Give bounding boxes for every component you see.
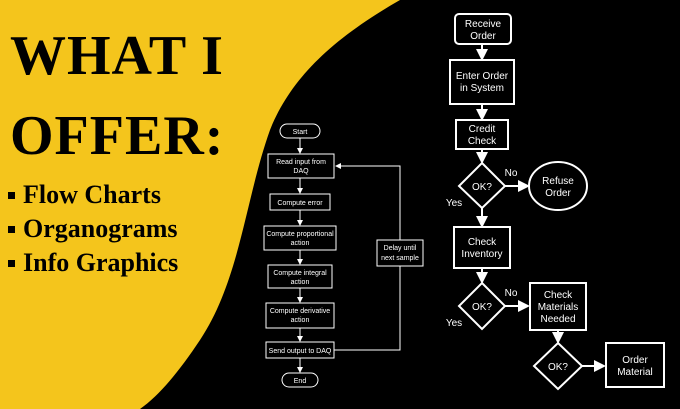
ok-decision-1 — [457, 161, 507, 210]
proportional-label-2: action — [291, 240, 310, 247]
end-terminal — [281, 372, 319, 388]
delay-label-1: Delay until — [384, 245, 417, 252]
refuse-order-terminal — [528, 161, 588, 211]
bullet-square-icon — [8, 259, 15, 267]
send-output-label: Send output to DAQ — [269, 348, 332, 355]
derivative-label-1: Compute derivative — [270, 308, 330, 315]
yes-label-2: Yes — [446, 318, 462, 329]
offer-list: Flow Charts Organograms Info Graphics — [8, 178, 178, 280]
integral-label-2: action — [291, 279, 310, 286]
left-flowchart — [297, 138, 401, 373]
read-input-label-1: Read input from — [276, 159, 326, 166]
order-material-box — [605, 342, 665, 388]
integral-label-1: Compute integral — [273, 270, 327, 277]
no-label-2: No — [505, 288, 518, 299]
credit-label-1: Credit — [469, 124, 496, 135]
order-material-label-2: Material — [617, 367, 653, 378]
order-material-label-1: Order — [622, 355, 648, 366]
refuse-label-1: Refuse — [542, 176, 574, 187]
check-materials-box — [529, 282, 587, 331]
proportional-label-1: Compute proportional — [266, 231, 334, 238]
materials-label-3: Needed — [540, 314, 575, 325]
headline-line-1: WHAT I — [10, 25, 224, 87]
read-input-label-2: DAQ — [293, 168, 309, 175]
no-label-1: No — [505, 168, 518, 179]
receive-label-1: Receive — [465, 19, 502, 30]
ok-label-2: OK? — [472, 302, 492, 313]
compute-error-box — [269, 193, 331, 211]
compute-error-label: Compute error — [277, 200, 323, 207]
proportional-box — [263, 225, 337, 251]
bullet-square-icon — [8, 225, 15, 233]
refuse-label-2: Order — [545, 188, 571, 199]
delay-label-2: next sample — [381, 255, 419, 262]
enter-label-2: in System — [460, 83, 504, 94]
right-flowchart — [476, 44, 606, 372]
check-inventory-box — [453, 226, 511, 269]
derivative-label-2: action — [291, 317, 310, 324]
inventory-label-1: Check — [468, 237, 497, 248]
offer-item-organograms: Organograms — [8, 212, 178, 246]
receive-label-2: Order — [470, 31, 496, 42]
ok-decision-3 — [532, 341, 584, 391]
yes-label-1: Yes — [446, 198, 462, 209]
delay-box — [376, 239, 424, 267]
bullet-square-icon — [8, 191, 15, 199]
end-label: End — [294, 378, 307, 385]
start-terminal — [279, 123, 321, 139]
inventory-label-2: Inventory — [461, 249, 502, 260]
derivative-box — [265, 302, 335, 329]
enter-label-1: Enter Order — [456, 71, 509, 82]
enter-order-box — [449, 59, 515, 105]
ok-decision-2 — [457, 281, 507, 331]
ok-label-1: OK? — [472, 182, 492, 193]
credit-label-2: Check — [468, 136, 497, 147]
ok-label-3: OK? — [548, 362, 568, 373]
materials-label-2: Materials — [538, 302, 579, 313]
offer-item-flow-charts: Flow Charts — [8, 178, 178, 212]
credit-check-box — [455, 119, 509, 150]
offer-item-info-graphics: Info Graphics — [8, 246, 178, 280]
materials-label-1: Check — [544, 290, 573, 301]
headline-line-2: OFFER: — [10, 105, 225, 167]
receive-order-box — [454, 13, 512, 45]
start-label: Start — [293, 129, 308, 136]
read-input-box — [267, 153, 335, 179]
integral-box — [267, 264, 333, 289]
send-output-box — [265, 341, 335, 359]
